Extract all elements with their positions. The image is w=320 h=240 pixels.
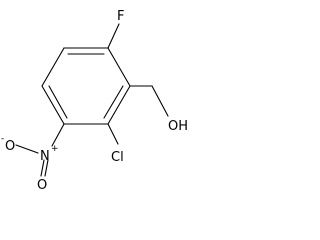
fluorine-label: F xyxy=(117,9,124,24)
chlorine-label: Cl xyxy=(111,150,124,165)
bond-n-o-bottom-b xyxy=(44,159,49,177)
bond-ch2-oh xyxy=(151,85,169,117)
hydroxyl-label: OH xyxy=(168,119,188,134)
benzene-ring xyxy=(41,47,131,125)
ring-bond-bottom-left xyxy=(41,85,65,125)
nitrogen-plus-charge: + xyxy=(51,144,59,154)
ring-inner-double-left xyxy=(48,85,68,119)
bond-n-o-bottom-a xyxy=(40,159,45,177)
bond-n-o-top xyxy=(15,144,39,154)
bond-c-cl xyxy=(107,123,119,145)
oxygen-minus-charge: - xyxy=(1,134,4,144)
nitro-nitrogen-label: N xyxy=(40,149,50,164)
ring-inner-double-right xyxy=(103,85,124,119)
ring-bond-top-right xyxy=(107,47,131,87)
bond-c-n xyxy=(51,123,65,147)
ring-bond-bottom-right xyxy=(107,85,131,125)
nitro-oxygen-top-label: O xyxy=(5,139,15,154)
ring-bond-top-left xyxy=(41,47,65,87)
structure-diagram: F OH Cl N + O - O xyxy=(1,9,188,190)
nitro-oxygen-bottom-label: O xyxy=(37,178,47,190)
bond-c-f xyxy=(107,23,120,49)
